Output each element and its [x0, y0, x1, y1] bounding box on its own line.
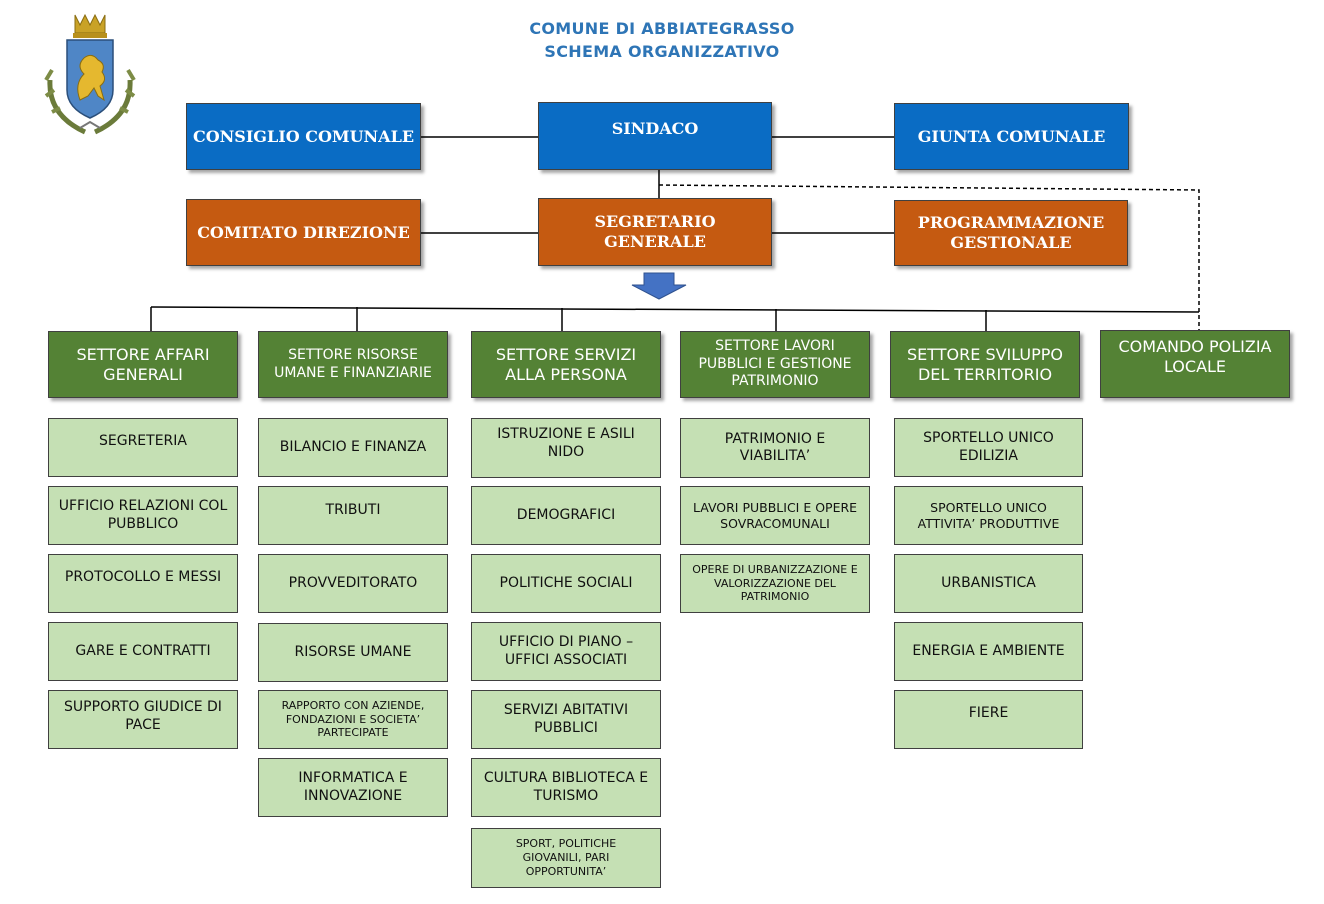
office-box: SPORTELLO UNICO ATTIVITA’ PRODUTTIVE [894, 486, 1083, 545]
sector-sviluppo-territorio: SETTORE SVILUPPO DEL TERRITORIO [890, 331, 1080, 398]
office-box: TRIBUTI [258, 486, 448, 545]
office-box: POLITICHE SOCIALI [471, 554, 661, 613]
page-title: COMUNE DI ABBIATEGRASSO [529, 19, 795, 38]
office-box: PROVVEDITORATO [258, 554, 448, 613]
sector-risorse-umane-finanziarie: SETTORE RISORSE UMANE E FINANZIARIE [258, 331, 448, 398]
comitato-direzione-box: COMITATO DIREZIONE [186, 199, 421, 266]
office-box: UFFICIO RELAZIONI COL PUBBLICO [48, 486, 238, 545]
programmazione-gestionale-box: PROGRAMMAZIONE GESTIONALE [894, 200, 1128, 266]
sector-lavori-pubblici: SETTORE LAVORI PUBBLICI E GESTIONE PATRI… [680, 331, 870, 398]
sector-affari-generali: SETTORE AFFARI GENERALI [48, 331, 238, 398]
office-box: UFFICIO DI PIANO – UFFICI ASSOCIATI [471, 622, 661, 681]
office-box: PROTOCOLLO E MESSI [48, 554, 238, 613]
consiglio-comunale-box: CONSIGLIO COMUNALE [186, 103, 421, 170]
office-box: CULTURA BIBLIOTECA E TURISMO [471, 758, 661, 817]
office-box: FIERE [894, 690, 1083, 749]
down-arrow-icon [631, 272, 687, 300]
office-box: SERVIZI ABITATIVI PUBBLICI [471, 690, 661, 749]
office-box: GARE E CONTRATTI [48, 622, 238, 681]
office-box: BILANCIO E FINANZA [258, 418, 448, 477]
sector-polizia-locale: COMANDO POLIZIA LOCALE [1100, 330, 1290, 398]
coat-of-arms-logo [44, 13, 136, 135]
office-box: INFORMATICA E INNOVAZIONE [258, 758, 448, 817]
office-box: ENERGIA E AMBIENTE [894, 622, 1083, 681]
office-box: RAPPORTO CON AZIENDE, FONDAZIONI E SOCIE… [258, 690, 448, 749]
office-box: SPORTELLO UNICO EDILIZIA [894, 418, 1083, 477]
office-box: PATRIMONIO E VIABILITA’ [680, 418, 870, 478]
office-box: LAVORI PUBBLICI E OPERE SOVRACOMUNALI [680, 486, 870, 545]
office-box: ISTRUZIONE E ASILI NIDO [471, 418, 661, 478]
office-box: SPORT, POLITICHE GIOVANILI, PARI OPPORTU… [471, 828, 661, 888]
sector-servizi-persona: SETTORE SERVIZI ALLA PERSONA [471, 331, 661, 398]
page-subtitle: SCHEMA ORGANIZZATIVO [544, 42, 780, 61]
giunta-comunale-box: GIUNTA COMUNALE [894, 103, 1129, 170]
segretario-generale-box: SEGRETARIO GENERALE [538, 198, 772, 266]
office-box: RISORSE UMANE [258, 623, 448, 682]
office-box: SUPPORTO GIUDICE DI PACE [48, 690, 238, 749]
office-box: DEMOGRAFICI [471, 486, 661, 545]
office-box: URBANISTICA [894, 554, 1083, 613]
office-box: SEGRETERIA [48, 418, 238, 477]
office-box: OPERE DI URBANIZZAZIONE E VALORIZZAZIONE… [680, 554, 870, 613]
sindaco-box: SINDACO [538, 102, 772, 170]
